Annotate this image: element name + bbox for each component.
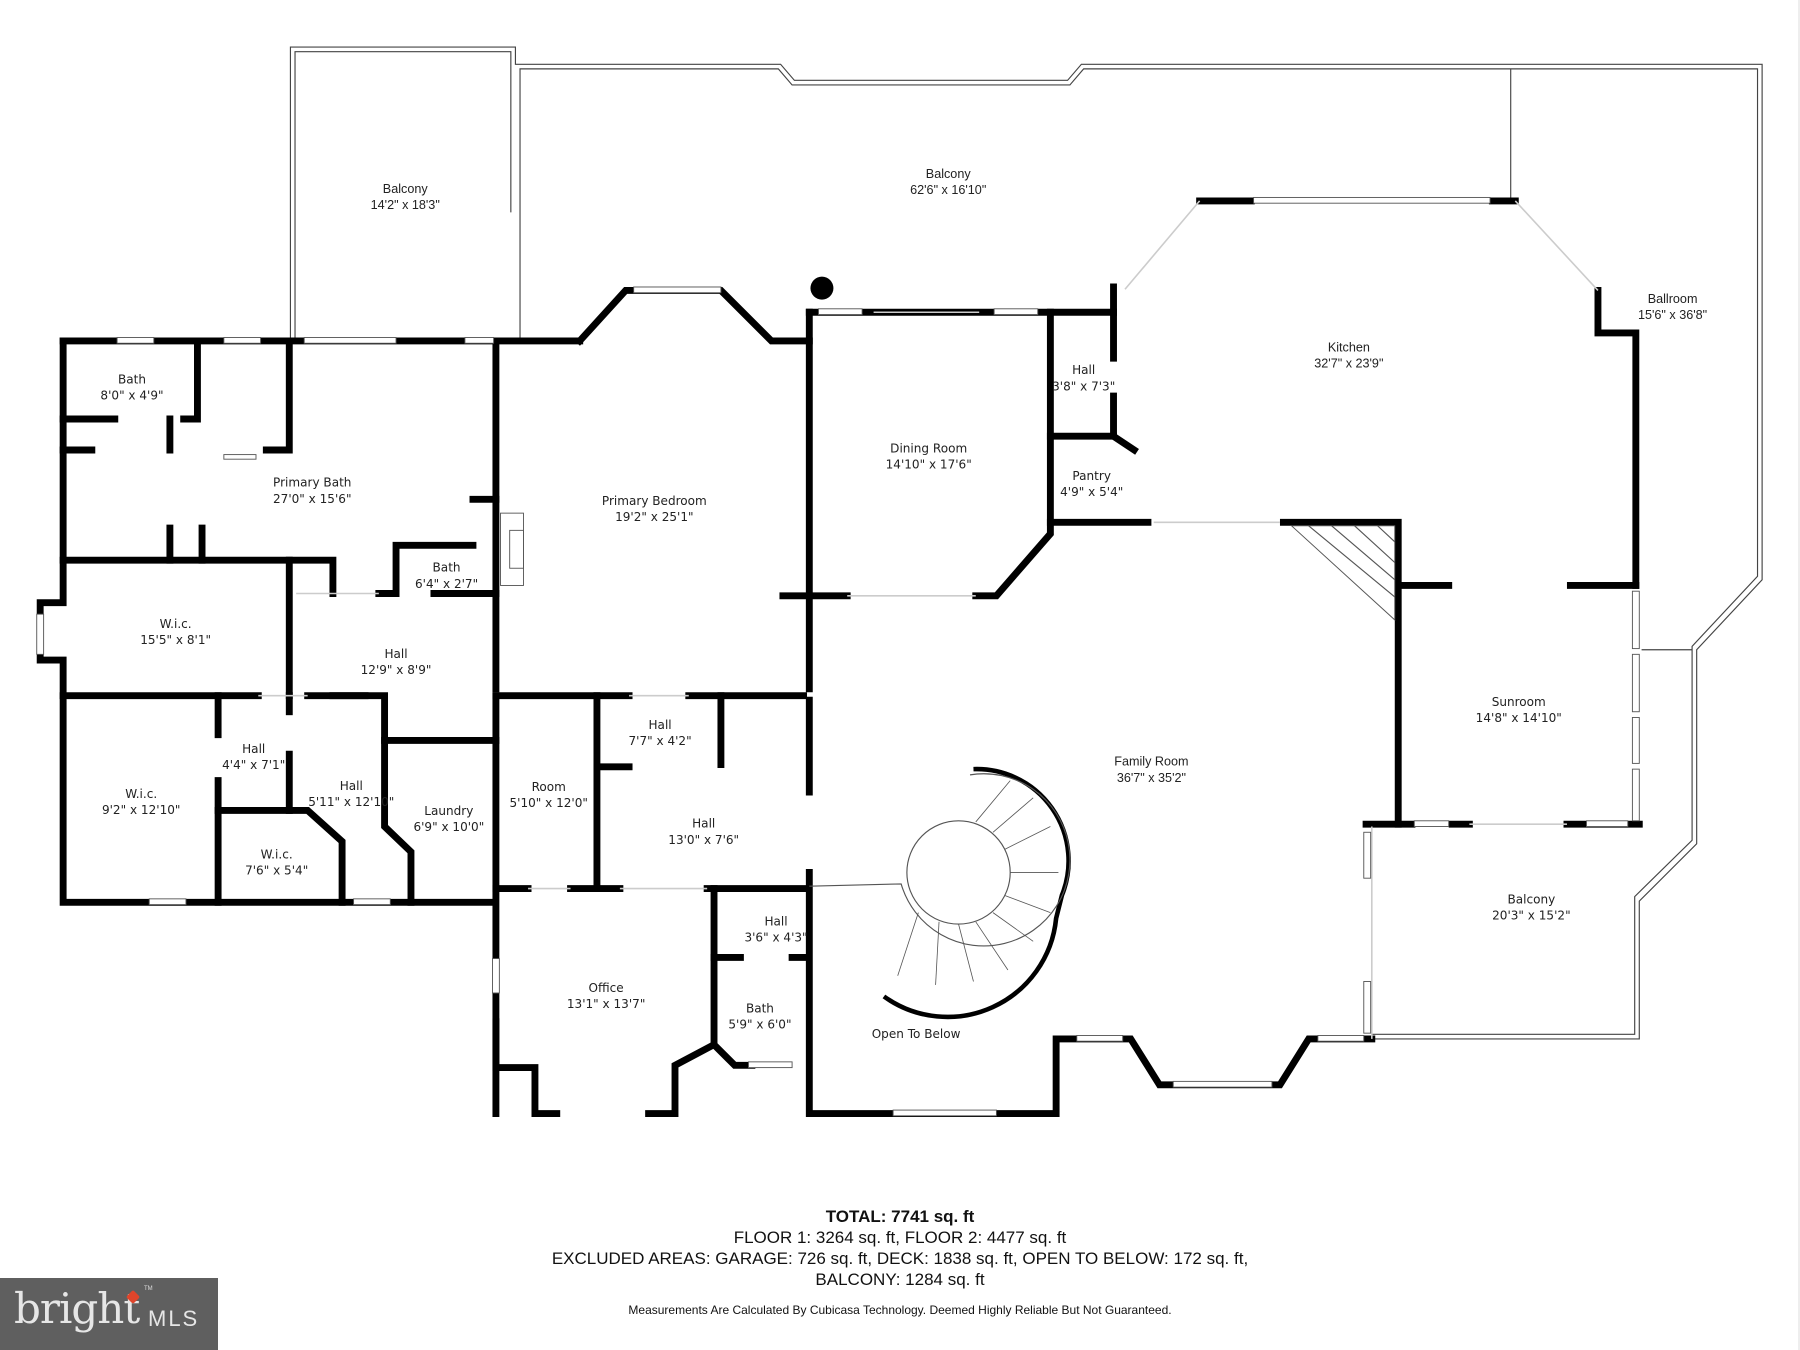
- logo-wordmark: bright: [14, 1284, 140, 1333]
- svg-text:8'0" x 4'9": 8'0" x 4'9": [100, 388, 163, 402]
- room-label-family-room: Family Room: [1114, 755, 1188, 769]
- room-label-wic-left: W.i.c.: [125, 787, 157, 801]
- svg-text:4'9" x 5'4": 4'9" x 5'4": [1060, 485, 1123, 499]
- svg-text:36'7" x 35'2": 36'7" x 35'2": [1117, 771, 1186, 785]
- svg-text:27'0" x 15'6": 27'0" x 15'6": [273, 492, 351, 506]
- room-label-hall-long: Hall: [340, 779, 363, 793]
- svg-text:5'9" x 6'0": 5'9" x 6'0": [728, 1018, 791, 1032]
- walls: [36, 197, 1643, 1117]
- windows: [36, 196, 1640, 1117]
- svg-text:14'8" x 14'10": 14'8" x 14'10": [1476, 711, 1562, 725]
- room-label-bath-office: Bath: [746, 1002, 774, 1016]
- svg-text:14'2" x 18'3": 14'2" x 18'3": [371, 198, 440, 212]
- room-label-wic-small: W.i.c.: [261, 848, 293, 862]
- room-label-hall-small: Hall: [242, 742, 265, 756]
- svg-text:12'9" x 8'9": 12'9" x 8'9": [361, 663, 432, 677]
- svg-text:3'8" x 7'3": 3'8" x 7'3": [1052, 379, 1115, 393]
- svg-text:13'0" x 7'6": 13'0" x 7'6": [668, 833, 739, 847]
- total-area: TOTAL: 7741 sq. ft: [825, 1207, 975, 1226]
- svg-text:19'2" x 25'1": 19'2" x 25'1": [615, 510, 693, 524]
- room-label-office: Office: [589, 981, 624, 995]
- svg-text:6'9" x 10'0": 6'9" x 10'0": [413, 820, 484, 834]
- room-label-open-to-below: Open To Below: [872, 1027, 961, 1041]
- balcony-outlines: [289, 46, 1763, 1040]
- room-label-bath-small: Bath: [433, 561, 461, 575]
- column-marker: [810, 276, 834, 300]
- room-label-ballroom: Ballroom: [1648, 292, 1698, 306]
- svg-text:5'10" x 12'0": 5'10" x 12'0": [509, 796, 587, 810]
- svg-text:9'2" x 12'10": 9'2" x 12'10": [102, 803, 180, 817]
- svg-text:13'1" x 13'7": 13'1" x 13'7": [567, 997, 645, 1011]
- room-label-hall-upper: Hall: [649, 718, 672, 732]
- page-border: [1798, 0, 1800, 1350]
- room-label-dining-room: Dining Room: [890, 441, 967, 455]
- excluded-areas: EXCLUDED AREAS: GARAGE: 726 sq. ft, DECK…: [551, 1249, 1249, 1268]
- room-label-sunroom: Sunroom: [1492, 695, 1546, 709]
- svg-text:20'3" x 15'2": 20'3" x 15'2": [1492, 909, 1570, 923]
- room-label-laundry: Laundry: [424, 804, 473, 818]
- room-label-hall-bath: Hall: [764, 914, 787, 928]
- room-label-hall-center: Hall: [384, 647, 407, 661]
- svg-text:7'7" x 4'2": 7'7" x 4'2": [628, 734, 691, 748]
- balcony-area: BALCONY: 1284 sq. ft: [815, 1270, 985, 1289]
- logo-mls: MLS: [148, 1306, 200, 1331]
- floor-areas: FLOOR 1: 3264 sq. ft, FLOOR 2: 4477 sq. …: [733, 1228, 1067, 1247]
- doors: [258, 200, 1599, 1039]
- room-labels: Balcony 14'2" x 18'3" Balcony 62'6" x 16…: [100, 167, 1707, 1041]
- room-label-balcony-nw: Balcony: [383, 182, 429, 196]
- svg-text:32'7" x 23'9": 32'7" x 23'9": [1314, 356, 1383, 370]
- room-label-primary-bedroom: Primary Bedroom: [602, 494, 707, 508]
- room-label-room: Room: [532, 780, 566, 794]
- room-label-wic-large: W.i.c.: [160, 617, 192, 631]
- room-label-hall-lower: Hall: [692, 817, 715, 831]
- svg-text:6'4" x 2'7": 6'4" x 2'7": [415, 577, 478, 591]
- svg-text:15'6" x 36'8": 15'6" x 36'8": [1638, 308, 1707, 322]
- disclaimer: Measurements Are Calculated By Cubicasa …: [628, 1303, 1172, 1317]
- svg-text:14'10" x 17'6": 14'10" x 17'6": [886, 457, 972, 471]
- room-label-balcony-n: Balcony: [926, 167, 972, 181]
- room-label-bath-nw: Bath: [118, 372, 146, 386]
- kitchen-stair: [1290, 525, 1396, 621]
- room-label-balcony-se: Balcony: [1507, 892, 1555, 906]
- svg-text:3'6" x 4'3": 3'6" x 4'3": [744, 930, 807, 944]
- room-label-hall-kitchen: Hall: [1072, 363, 1095, 377]
- room-label-primary-bath: Primary Bath: [273, 476, 351, 490]
- bright-mls-logo: bright TM MLS: [0, 1278, 218, 1350]
- svg-text:62'6" x 16'10": 62'6" x 16'10": [910, 183, 986, 197]
- svg-text:5'11" x 12'10": 5'11" x 12'10": [308, 795, 394, 809]
- svg-text:4'4" x 7'1": 4'4" x 7'1": [222, 758, 285, 772]
- room-label-pantry: Pantry: [1072, 469, 1111, 483]
- logo-trademark: TM: [144, 1286, 153, 1292]
- svg-text:7'6" x 5'4": 7'6" x 5'4": [245, 864, 308, 878]
- room-label-kitchen: Kitchen: [1328, 340, 1370, 354]
- spiral-staircase: [809, 766, 1071, 1020]
- fireplace: [500, 512, 524, 586]
- svg-text:15'5" x 8'1": 15'5" x 8'1": [140, 633, 211, 647]
